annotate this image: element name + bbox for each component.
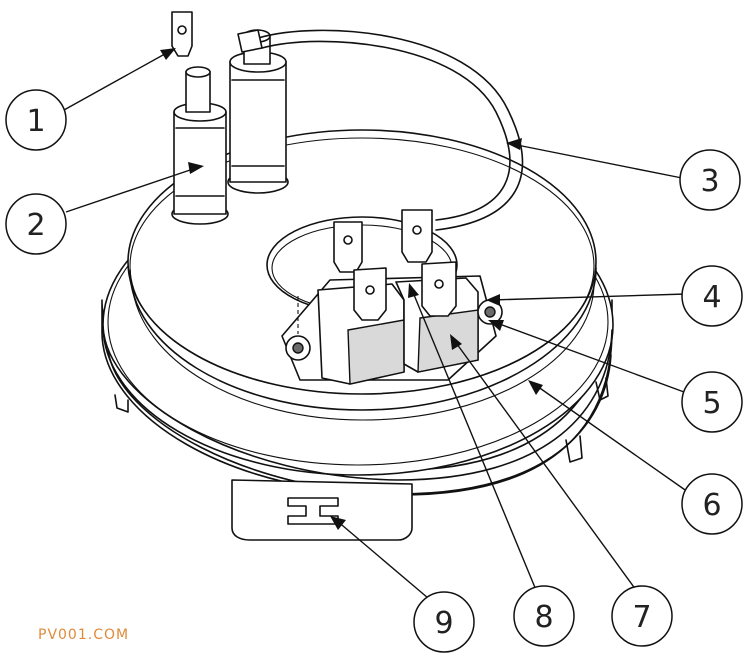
callout-9: 9 (413, 591, 475, 653)
callout-label: 1 (26, 104, 45, 139)
callout-8: 8 (513, 585, 575, 647)
callout-label: 4 (702, 280, 721, 315)
terminal-post-left (171, 11, 229, 225)
callout-5: 5 (681, 371, 743, 433)
mounting-tab (231, 479, 413, 541)
callout-label: 2 (26, 208, 45, 243)
callout-4: 4 (681, 265, 743, 327)
callout-label: 6 (702, 488, 721, 523)
switch-assembly (281, 209, 503, 385)
terminal-post-right (227, 29, 289, 194)
callout-7: 7 (611, 585, 673, 647)
callout-label: 5 (702, 386, 721, 421)
leader-lines (63, 48, 689, 599)
callout-label: 8 (534, 600, 553, 635)
capillary-tube (237, 29, 524, 231)
callout-label: 9 (434, 606, 453, 641)
callout-label: 7 (632, 600, 651, 635)
watermark-text: PV001.COM (38, 627, 130, 643)
callout-2: 2 (5, 193, 67, 255)
callout-label: 3 (700, 164, 719, 199)
callout-6: 6 (681, 473, 743, 535)
callout-1: 1 (5, 89, 67, 151)
callout-3: 3 (679, 149, 741, 211)
